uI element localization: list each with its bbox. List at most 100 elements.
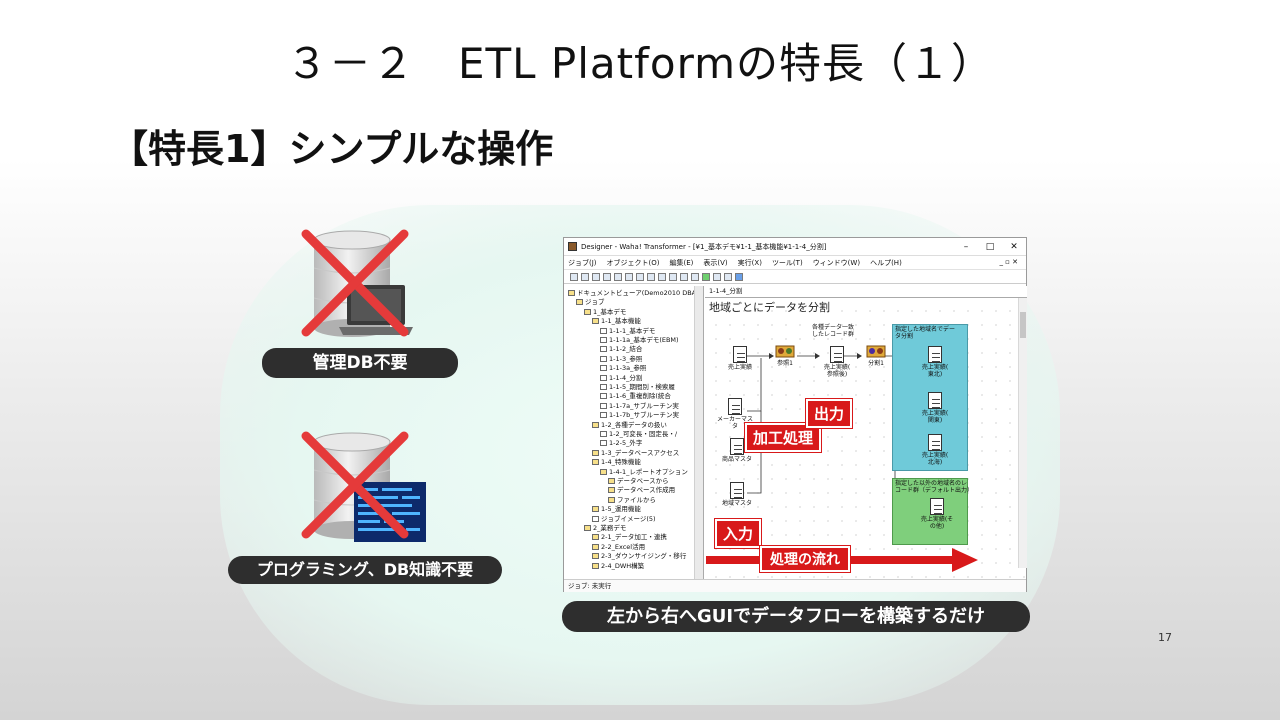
new-icon[interactable] [570,272,578,281]
tree-item-label: ジョブ [585,298,605,307]
menu-item-run[interactable]: 実行(X) [737,258,762,267]
reference-gear-icon [775,345,795,358]
node-output-other[interactable]: 売上実績(そ の他) [915,498,959,530]
help-icon[interactable] [735,272,743,281]
status-bar: ジョブ: 未実行 [564,579,1026,592]
tree-item[interactable]: 1-2_可変長・固定長・/ [600,430,677,438]
canvas-tab[interactable]: 1-1-4_分割 [705,286,1027,298]
menu-item-window[interactable]: ウィンドウ(W) [812,258,861,267]
tree-item[interactable]: 1-5_運用機能 [592,505,641,513]
tree-item[interactable]: 1-1-7a_サブルーチン実 [600,402,679,410]
tree-item[interactable]: 1-1-1a_基本デモ(EBM) [600,336,679,344]
toolbar [564,270,1026,284]
maximize-icon[interactable]: □ [985,241,995,252]
paste-icon[interactable] [680,272,688,281]
open-icon[interactable] [581,272,589,281]
node-product-master[interactable]: 商品マスタ [719,438,755,463]
canvas-scrollbar[interactable] [1018,298,1027,568]
node-split[interactable]: 分割1 [863,344,889,367]
tree-item-label: 1-4_特殊機能 [601,458,641,467]
document-icon [600,440,607,447]
tree-item[interactable]: 1_基本デモ [584,308,626,316]
tree-item[interactable]: データベース作成用 [608,486,675,494]
tree-item[interactable]: 1-2_各種データの扱い [592,421,667,429]
tree-item[interactable]: 2-3_ダウンサイジング・移行 [592,552,686,560]
app-icon [568,242,577,251]
tree-item[interactable]: 1-1-6_重複削除(統合 [600,392,671,400]
tree-item[interactable]: 1-1_基本機能 [592,317,641,325]
node-maker-master[interactable]: メーカーマスタ [715,398,755,430]
tree-item[interactable]: ジョブイメージ(5) [592,515,656,523]
tree-item[interactable]: 1-1-3a_参照 [600,364,646,372]
log-icon[interactable] [724,272,732,281]
document-icon [592,515,599,522]
node-sales-source[interactable]: 売上実績 [721,346,759,371]
tree-item[interactable]: 1-1-2_結合 [600,345,642,353]
tree-item[interactable]: 1-1-1_基本デモ [600,327,655,335]
tree-item[interactable]: 1-1-5_期間別・検索履 [600,383,675,391]
mdi-controls[interactable]: _ ▫ ✕ [999,258,1018,266]
menu-item-help[interactable]: ヘルプ(H) [870,258,902,267]
document-icon [600,327,607,334]
folder-icon [592,449,599,456]
tree-item[interactable]: 1-3_データベースアクセス [592,449,679,457]
menu-item-view[interactable]: 表示(V) [703,258,728,267]
tree-item[interactable]: 1-1-7b_サブルーチン実 [600,411,679,419]
node-output-kanto[interactable]: 売上実績( 関東) [915,392,955,424]
document-icon [600,374,607,381]
tree-item[interactable]: 1-4_特殊機能 [592,458,641,466]
tree-item[interactable]: 1-1-4_分割 [600,374,642,382]
export-icon[interactable] [614,272,622,281]
tree-item-label: 1-5_運用機能 [601,505,641,514]
menu-bar: ジョブ(J) オブジェクト(O) 編集(E) 表示(V) 実行(X) ツール(T… [564,256,1026,270]
import-icon[interactable] [603,272,611,281]
tree-item-label: 1-2_各種データの扱い [601,420,667,429]
tree-item[interactable]: 1-2-5_外字 [600,439,642,447]
tree-item[interactable]: ジョブ [576,298,605,306]
minimize-icon[interactable]: – [963,241,969,252]
cut-icon[interactable] [658,272,666,281]
folder-icon[interactable] [636,272,644,281]
tree-item-label: 1-1-7a_サブルーチン実 [609,401,679,410]
tree-item-label: 1-1-2_結合 [609,345,643,354]
tree-item-label: ファイルから [617,495,656,504]
debug-icon[interactable] [713,272,721,281]
scrollbar-thumb[interactable] [1020,312,1026,338]
menu-item-edit[interactable]: 編集(E) [669,258,694,267]
menu-item-job[interactable]: ジョブ(J) [568,258,597,267]
node-output-tohoku[interactable]: 売上実績( 東北) [915,346,955,378]
slide-title: ３－２ ETL Platformの特長（１） [285,39,995,88]
tree-item-label: 1-3_データベースアクセス [601,448,680,457]
tree-item[interactable]: 2-1_データ加工・連携 [592,533,667,541]
delete-icon[interactable] [691,272,699,281]
tree-scrollbar[interactable] [694,286,703,579]
close-icon[interactable]: ✕ [1010,241,1018,252]
tree-item[interactable]: データベースから [608,477,669,485]
tree-item[interactable]: 2-4_DWH構築 [592,562,644,570]
node-reference[interactable]: 参照1 [771,344,799,367]
node-region-master[interactable]: 地域マスタ [719,482,755,507]
menu-item-tools[interactable]: ツール(T) [771,258,803,267]
copy-icon[interactable] [669,272,677,281]
menu-item-object[interactable]: オブジェクト(O) [606,258,660,267]
node-output-hokkai[interactable]: 売上実績( 北海) [915,434,955,466]
tree-item[interactable]: 1-4-1_レポートオプション [600,468,688,476]
tree-item[interactable]: 2-2_Excel活用 [592,543,645,551]
tree-item[interactable]: 1-1-3_参照 [600,355,642,363]
designer-window: Designer - Waha! Transformer - [¥1_基本デモ¥… [563,237,1027,592]
refresh-icon[interactable] [625,272,633,281]
tree-item-label: ドキュメントビューア(Demo2010 DBA) [577,289,699,297]
tree-item[interactable]: 2_業務デモ [584,524,626,532]
job-canvas[interactable]: 1-1-4_分割 地域ごとにデータを分割 [705,286,1027,579]
tree-item[interactable]: ドキュメントビューア(Demo2010 DBA) [568,289,699,297]
node-sales-after-reference[interactable]: 売上実績( 参照後) [817,346,857,378]
tree-item-label: 1-1-3_参照 [609,354,643,363]
run-icon[interactable] [702,272,710,281]
folder-icon [592,506,599,513]
folder-icon [608,487,615,494]
tree-item[interactable]: ファイルから [608,496,656,504]
properties-icon[interactable] [647,272,655,281]
default-group-box [892,478,968,545]
screenshot-caption: 左から右へGUIでデータフローを構築するだけ [562,601,1030,632]
save-icon[interactable] [592,272,600,281]
